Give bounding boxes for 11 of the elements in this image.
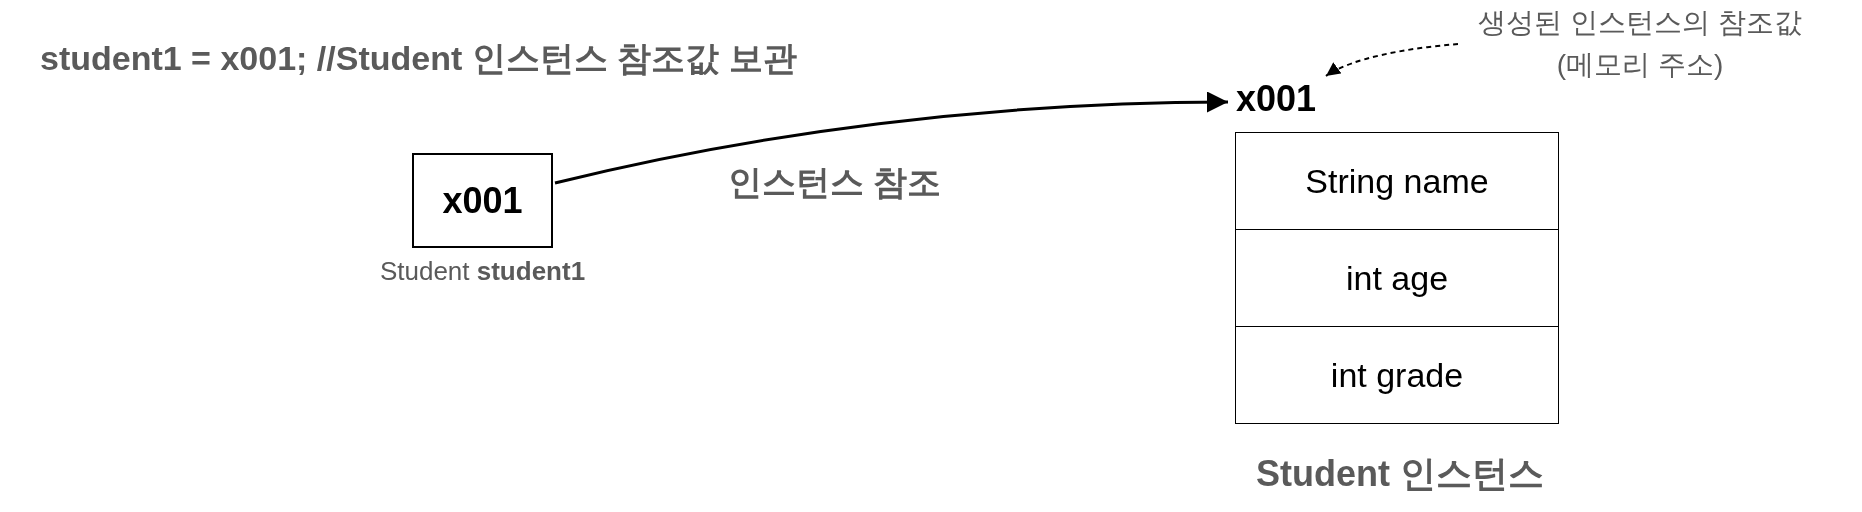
variable-box: x001: [412, 153, 553, 248]
code-comment: student1 = x001; //Student 인스턴스 참조값 보관: [40, 38, 797, 79]
field-cell: int grade: [1235, 326, 1559, 424]
field-cell: String name: [1235, 132, 1559, 230]
annotation-text: 생성된 인스턴스의 참조값 (메모리 주소): [1460, 2, 1820, 94]
variable-caption: Student student1: [378, 256, 587, 287]
arrow: [554, 91, 1228, 185]
field-cell: int age: [1235, 229, 1559, 327]
instance-caption: Student 인스턴스: [1255, 452, 1545, 496]
dashed-arrow: [1325, 43, 1459, 77]
address-heading: x001: [1236, 78, 1317, 120]
